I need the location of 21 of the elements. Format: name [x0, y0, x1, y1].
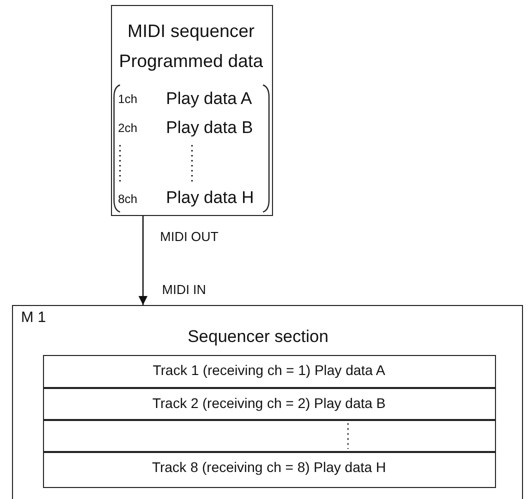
track-row — [42, 354, 496, 388]
channel-label: 1ch — [118, 93, 138, 106]
section-title: Sequencer section — [186, 328, 330, 347]
arrow — [138, 216, 148, 305]
sequencer-box — [111, 5, 273, 216]
empty-track-row — [42, 420, 496, 452]
track-row — [42, 388, 496, 420]
track-label: Track 2 (receiving ch = 2) Play data B — [151, 396, 387, 411]
play-data-label: Play data B — [166, 119, 253, 138]
play-data-label: Play data A — [166, 90, 252, 109]
channel-label: 8ch — [118, 193, 138, 206]
port-label: MIDI IN — [162, 283, 206, 298]
track-row — [42, 452, 496, 488]
device-box — [12, 305, 523, 499]
device-label: M 1 — [21, 310, 46, 326]
track-label: Track 8 (receiving ch = 8) Play data H — [150, 460, 388, 475]
channel-label: 2ch — [118, 122, 138, 136]
track-label: Track 1 (receiving ch = 1) Play data A — [152, 362, 386, 378]
box-title: MIDI sequencer Programmed data — [118, 20, 264, 73]
play-data-label: Play data H — [166, 189, 254, 208]
port-label: MIDI OUT — [160, 230, 218, 244]
